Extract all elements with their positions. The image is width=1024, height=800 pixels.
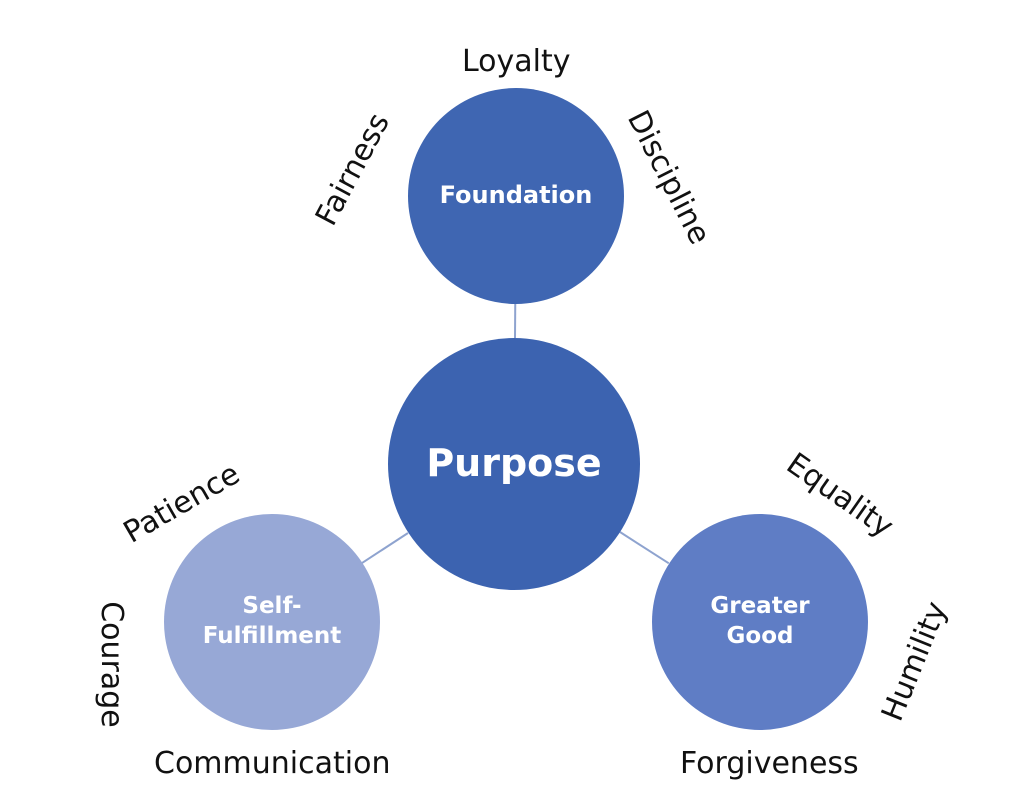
node-foundation-label: Foundation xyxy=(439,181,593,210)
value-label-humility: Humility xyxy=(874,596,955,727)
node-greater-good-label: Greater Good xyxy=(710,593,810,649)
value-label-loyalty: Loyalty xyxy=(462,44,571,79)
value-label-forgiveness: Forgiveness xyxy=(680,746,859,781)
node-greater-good: Greater Good xyxy=(652,514,868,730)
node-foundation: Foundation xyxy=(408,88,624,304)
node-purpose-label: Purpose xyxy=(426,441,602,486)
connector-purpose-self-fulfillment xyxy=(361,532,410,564)
value-label-courage: Courage xyxy=(93,601,129,728)
node-self-fulfillment: Self- Fulfillment xyxy=(164,514,380,730)
value-label-fairness: Fairness xyxy=(308,107,397,232)
node-purpose: Purpose xyxy=(388,338,640,590)
value-label-communication: Communication xyxy=(154,746,391,781)
connector-purpose-greater-good xyxy=(619,531,670,565)
connector-purpose-foundation xyxy=(513,303,517,339)
node-self-fulfillment-label: Self- Fulfillment xyxy=(202,593,342,649)
value-label-discipline: Discipline xyxy=(620,104,718,251)
